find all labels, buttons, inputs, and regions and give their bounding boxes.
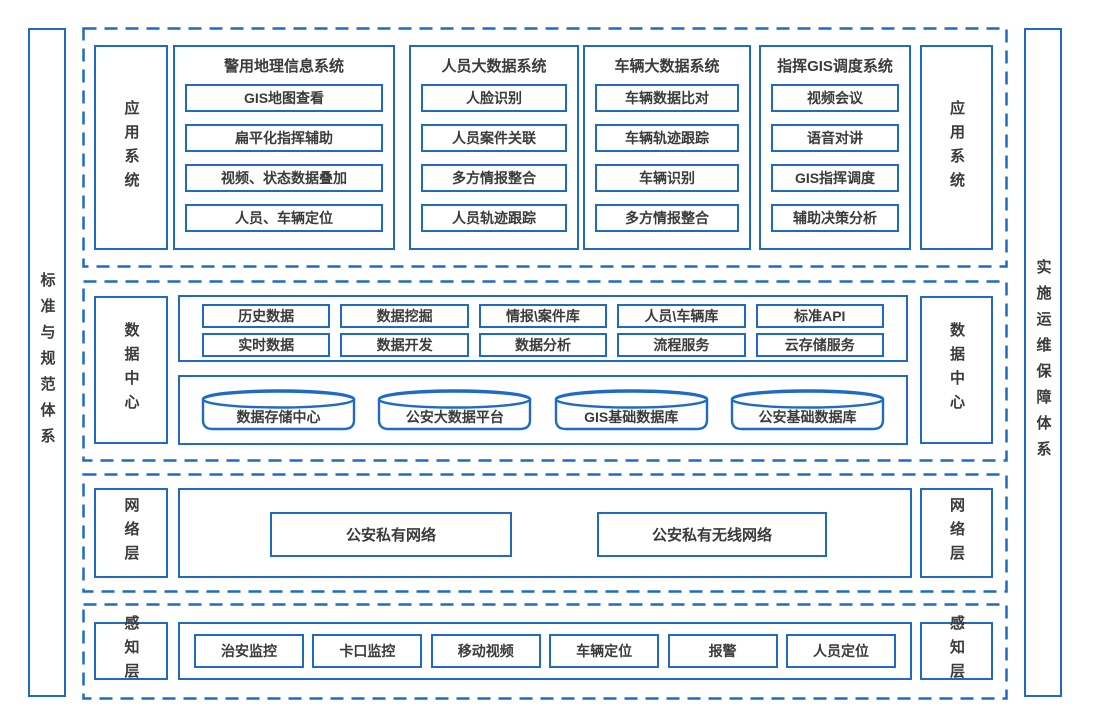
feature-chip: 人员轨迹跟踪 <box>421 204 567 232</box>
database-cylinder-icon <box>730 389 885 431</box>
feature-chip: 语音对讲 <box>771 124 899 152</box>
database-cylinder-icon <box>378 389 532 431</box>
group-title: 警用地理信息系统 <box>223 57 344 75</box>
feature-chip: 人员、车辆定位 <box>185 204 383 232</box>
service-chip: 数据挖掘 <box>340 304 469 328</box>
police-gis-system-group: 警用地理信息系统 GIS地图查看 扁平化指挥辅助 视频、状态数据叠加 人员、车辆… <box>173 45 395 250</box>
database-cylinder-icon <box>554 389 708 431</box>
sensor-chip: 车辆定位 <box>549 634 660 668</box>
feature-chip: 车辆数据比对 <box>595 84 739 112</box>
sensor-chip: 卡口监控 <box>312 634 423 668</box>
feature-chip: 车辆识别 <box>595 164 739 192</box>
group-title: 指挥GIS调度系统 <box>777 57 893 75</box>
ops-support-pillar: 实施运维保障体系 <box>1024 28 1062 697</box>
database-cylinder: 数据存储中心 <box>201 389 356 431</box>
perception-box: 治安监控 卡口监控 移动视频 车辆定位 报警 人员定位 <box>178 622 912 680</box>
feature-chip: 人脸识别 <box>421 84 567 112</box>
network-layer-band: 网络层 公安私有网络 公安私有无线网络 网络层 <box>82 473 1008 593</box>
sensor-chip: 人员定位 <box>785 634 896 668</box>
standards-spec-label: 标准与规范体系 <box>38 271 56 454</box>
feature-chip: GIS地图查看 <box>185 84 383 112</box>
feature-chip: 视频会议 <box>771 84 899 112</box>
service-chip: 流程服务 <box>617 333 746 357</box>
service-chip: 情报\案件库 <box>478 304 608 328</box>
feature-chip: 扁平化指挥辅助 <box>185 124 383 152</box>
data-center-label-left: 数据中心 <box>94 296 168 444</box>
data-center-label-right: 数据中心 <box>920 296 993 444</box>
feature-chip: 人员案件关联 <box>421 124 567 152</box>
vehicle-bigdata-system-group: 车辆大数据系统 车辆数据比对 车辆轨迹跟踪 车辆识别 多方情报整合 <box>583 45 751 250</box>
feature-chip: 多方情报整合 <box>421 164 567 192</box>
perception-layer-label-left: 感知层 <box>94 615 168 687</box>
database-cylinder: GIS基础数据库 <box>554 389 709 431</box>
data-services-box: 历史数据 数据挖掘 情报\案件库 人员\车辆库 标准API 实时数据 数据开发 … <box>178 295 908 362</box>
network-layer-label-left: 网络层 <box>94 488 168 578</box>
database-cylinder: 公安大数据平台 <box>377 389 532 431</box>
service-chip: 历史数据 <box>202 304 331 328</box>
application-layer-band: 应用系统 警用地理信息系统 GIS地图查看 扁平化指挥辅助 视频、状态数据叠加 … <box>82 27 1008 268</box>
feature-chip: GIS指挥调度 <box>771 164 899 192</box>
application-layer-label-left: 应用系统 <box>94 45 168 250</box>
data-center-band: 数据中心 历史数据 数据挖掘 情报\案件库 人员\车辆库 标准API 实时数据 … <box>82 280 1008 462</box>
service-chip: 实时数据 <box>202 333 331 357</box>
network-layer-label-right: 网络层 <box>920 488 993 578</box>
sensor-chip: 移动视频 <box>430 634 541 668</box>
database-cylinder-icon <box>201 389 356 431</box>
network-chip: 公安私有网络 <box>270 512 512 557</box>
service-chip: 人员\车辆库 <box>617 304 746 328</box>
feature-chip: 多方情报整合 <box>595 204 739 232</box>
command-gis-dispatch-system-group: 指挥GIS调度系统 视频会议 语音对讲 GIS指挥调度 辅助决策分析 <box>759 45 911 250</box>
sensor-chip: 报警 <box>667 634 778 668</box>
ops-support-label: 实施运维保障体系 <box>1034 258 1052 467</box>
feature-chip: 视频、状态数据叠加 <box>185 164 383 192</box>
service-chip: 云存储服务 <box>755 333 884 357</box>
group-title: 车辆大数据系统 <box>614 57 720 75</box>
standards-spec-pillar: 标准与规范体系 <box>28 28 66 697</box>
feature-chip: 车辆轨迹跟踪 <box>595 124 739 152</box>
group-title: 人员大数据系统 <box>441 57 547 75</box>
service-chip: 数据分析 <box>478 333 608 357</box>
application-layer-label-right: 应用系统 <box>920 45 993 250</box>
feature-chip: 辅助决策分析 <box>771 204 899 232</box>
network-chip: 公安私有无线网络 <box>597 512 827 557</box>
perception-layer-band: 感知层 治安监控 卡口监控 移动视频 车辆定位 报警 人员定位 感知层 <box>82 603 1008 700</box>
network-box: 公安私有网络 公安私有无线网络 <box>178 488 912 578</box>
perception-layer-label-right: 感知层 <box>920 615 993 687</box>
service-chip: 数据开发 <box>340 333 469 357</box>
personnel-bigdata-system-group: 人员大数据系统 人脸识别 人员案件关联 多方情报整合 人员轨迹跟踪 <box>409 45 579 250</box>
database-cylinder: 公安基础数据库 <box>730 389 885 431</box>
sensor-chip: 治安监控 <box>194 634 304 668</box>
databases-box: 数据存储中心 公安大数据平台 GIS基础数据库 <box>178 375 908 445</box>
service-chip: 标准API <box>755 304 884 328</box>
